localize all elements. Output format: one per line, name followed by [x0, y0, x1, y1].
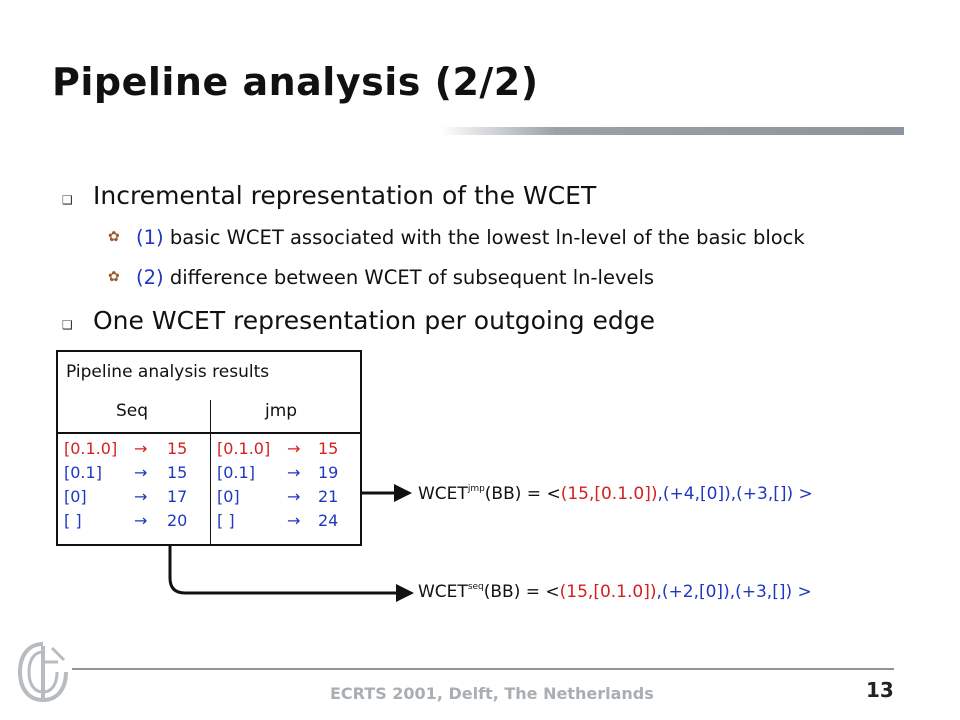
jmp-row-2: [0.1] → 19	[217, 463, 338, 482]
jmp-level: [0]	[217, 487, 240, 506]
sub-bullet-1-text: basic WCET associated with the lowest ln…	[163, 226, 805, 249]
right-arrow-icon: →	[287, 463, 301, 482]
column-seq: Seq	[116, 401, 149, 421]
sub-bullet-2: (2) difference between WCET of subsequen…	[136, 266, 654, 289]
formula-rest-terms: ,(+2,[0]),(+3,[]) >	[656, 582, 812, 602]
jmp-level: [ ]	[217, 511, 235, 530]
hollow-square-icon: ❑	[62, 193, 73, 207]
title-underline	[440, 127, 904, 135]
seq-level: [0.1.0]	[64, 439, 118, 458]
seq-connector-arrow	[168, 544, 414, 602]
seq-value: 20	[167, 511, 188, 530]
diamond-bullet-icon: ✿	[108, 229, 120, 245]
results-header-box: Pipeline analysis results Seq jmp	[56, 350, 362, 434]
seq-level: [0.1]	[64, 463, 102, 482]
sub-bullet-2-text: difference between WCET of subsequent ln…	[163, 266, 655, 289]
formula-first-term: (15,[0.1.0])	[560, 484, 658, 504]
right-arrow-icon: →	[134, 511, 148, 530]
jmp-value: 15	[318, 439, 339, 458]
seq-row-4: [ ] → 20	[64, 511, 187, 530]
seq-level: [0]	[64, 487, 87, 506]
column-divider	[210, 434, 211, 544]
jmp-level: [0.1]	[217, 463, 255, 482]
jmp-value: 21	[318, 487, 339, 506]
formula-lhs: (BB) = <	[483, 582, 560, 602]
formula-name: WCET	[418, 484, 468, 504]
wcet-seq-formula: WCETseq(BB) = <(15,[0.1.0]),(+2,[0]),(+3…	[418, 582, 812, 602]
hollow-square-icon: ❑	[62, 318, 73, 332]
page-number: 13	[866, 678, 894, 702]
seq-value: 15	[167, 439, 188, 458]
jmp-row-4: [ ] → 24	[217, 511, 338, 530]
right-arrow-icon: →	[134, 439, 148, 458]
jmp-value: 19	[318, 463, 339, 482]
right-arrow-icon: →	[287, 439, 301, 458]
jmp-value: 24	[318, 511, 339, 530]
formula-superscript: jmp	[467, 484, 485, 494]
sub-bullet-1: (1) basic WCET associated with the lowes…	[136, 226, 805, 249]
bullet-1-text: Incremental representation of the WCET	[93, 181, 597, 210]
university-logo-icon	[17, 642, 68, 703]
seq-row-1: [0.1.0] → 15	[64, 439, 187, 458]
sub-bullet-1-tag: (1)	[136, 226, 164, 249]
formula-rest-terms: ,(+4,[0]),(+3,[]) >	[657, 484, 813, 504]
column-jmp: jmp	[265, 401, 298, 421]
formula-superscript: seq	[467, 582, 484, 592]
wcet-jmp-formula: WCETjmp(BB) = <(15,[0.1.0]),(+4,[0]),(+3…	[418, 484, 813, 504]
seq-level: [ ]	[64, 511, 82, 530]
right-arrow-icon: →	[134, 463, 148, 482]
page-title: Pipeline analysis (2/2)	[52, 60, 539, 104]
sub-bullet-2-tag: (2)	[136, 266, 164, 289]
formula-first-term: (15,[0.1.0])	[559, 582, 657, 602]
jmp-level: [0.1.0]	[217, 439, 271, 458]
diamond-bullet-icon: ✿	[108, 269, 120, 285]
jmp-connector-arrow	[360, 484, 412, 502]
formula-name: WCET	[418, 582, 468, 602]
seq-value: 17	[167, 487, 188, 506]
right-arrow-icon: →	[287, 487, 301, 506]
right-arrow-icon: →	[287, 511, 301, 530]
footer-rule	[72, 668, 894, 670]
jmp-row-1: [0.1.0] → 15	[217, 439, 338, 458]
seq-row-3: [0] → 17	[64, 487, 187, 506]
results-caption: Pipeline analysis results	[66, 362, 270, 382]
seq-row-2: [0.1] → 15	[64, 463, 187, 482]
formula-lhs: (BB) = <	[484, 484, 561, 504]
seq-value: 15	[167, 463, 188, 482]
column-divider	[210, 400, 211, 432]
bullet-2-text: One WCET representation per outgoing edg…	[93, 306, 656, 335]
right-arrow-icon: →	[134, 487, 148, 506]
results-body-box	[56, 432, 362, 546]
jmp-row-3: [0] → 21	[217, 487, 338, 506]
footer-text: ECRTS 2001, Delft, The Netherlands	[330, 684, 654, 703]
